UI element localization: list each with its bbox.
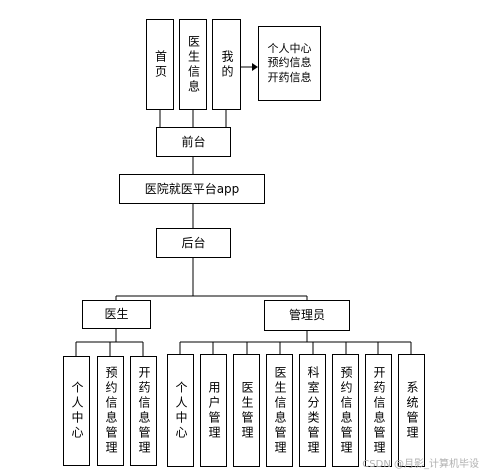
admin-module-box: 个人中心 <box>167 354 194 467</box>
doctor-info-page-box: 医生信息 <box>179 19 207 110</box>
admin-module-box: 预约信息管理 <box>332 354 359 467</box>
arrow-head-icon <box>252 63 258 71</box>
admin-module-label: 用户管理 <box>207 380 221 441</box>
admin-module-label: 开药信息管理 <box>372 365 386 456</box>
admin-module-box: 医生管理 <box>233 354 260 467</box>
admin-role-box: 管理员 <box>264 300 350 331</box>
doctor-info-page-label: 医生信息 <box>186 34 201 95</box>
app-label: 医院就医平台app <box>144 181 240 196</box>
admin-module-box: 科室分类管理 <box>299 354 326 467</box>
doctor-module-label: 开药信息管理 <box>137 366 151 456</box>
doctor-module-box: 个人中心 <box>63 356 90 466</box>
admin-module-label: 医生信息管理 <box>273 365 287 456</box>
backend-label: 后台 <box>181 235 206 250</box>
doctor-role-box: 医生 <box>82 300 151 329</box>
my-page-label: 我的 <box>220 49 234 80</box>
frontend-box: 前台 <box>156 127 231 157</box>
doctor-module-box: 预约信息管理 <box>97 356 124 466</box>
admin-module-label: 个人中心 <box>174 380 188 441</box>
my-page-items-box: 个人中心 预约信息 开药信息 <box>258 26 321 101</box>
home-page-box: 首页 <box>146 19 174 110</box>
admin-module-box: 医生信息管理 <box>266 354 293 467</box>
my-page-items-label: 个人中心 预约信息 开药信息 <box>267 42 312 84</box>
watermark: CSDN @月影_计算机毕设 <box>362 459 479 470</box>
backend-box: 后台 <box>156 228 231 258</box>
admin-role-label: 管理员 <box>288 308 325 322</box>
home-page-label: 首页 <box>153 49 168 80</box>
admin-module-label: 预约信息管理 <box>339 365 353 456</box>
admin-module-box: 系统管理 <box>398 354 425 467</box>
admin-module-label: 系统管理 <box>405 380 419 441</box>
doctor-module-label: 个人中心 <box>70 381 84 441</box>
doctor-module-box: 开药信息管理 <box>130 356 157 466</box>
admin-module-box: 用户管理 <box>200 354 227 467</box>
my-page-box: 我的 <box>212 19 241 110</box>
frontend-label: 前台 <box>181 134 206 149</box>
admin-module-label: 医生管理 <box>240 380 254 441</box>
admin-module-label: 科室分类管理 <box>306 365 320 456</box>
doctor-role-label: 医生 <box>104 307 129 321</box>
admin-module-box: 开药信息管理 <box>365 354 392 467</box>
doctor-module-label: 预约信息管理 <box>104 366 118 456</box>
app-box: 医院就医平台app <box>119 174 265 204</box>
